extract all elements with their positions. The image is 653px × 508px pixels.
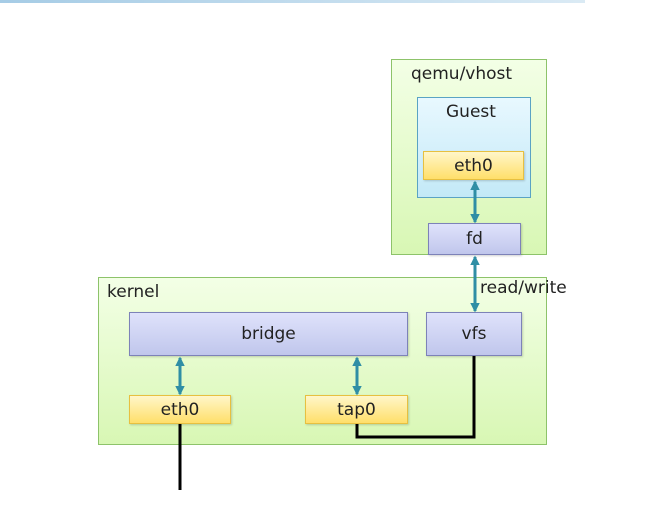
vfs-box: vfs: [426, 312, 522, 356]
read-write-label: read/write: [480, 278, 567, 298]
qemu-vhost-title: qemu/vhost: [411, 64, 513, 84]
tap0-box: tap0: [305, 395, 408, 424]
guest-title: Guest: [446, 102, 496, 122]
fd-box: fd: [428, 223, 521, 255]
kernel-title: kernel: [107, 282, 160, 302]
kernel-eth0-box: eth0: [129, 395, 231, 424]
header-rule: [0, 0, 585, 3]
guest-eth0-box: eth0: [423, 151, 524, 180]
vfs-tap0-wire: [355, 356, 476, 439]
bridge-box: bridge: [129, 312, 408, 356]
